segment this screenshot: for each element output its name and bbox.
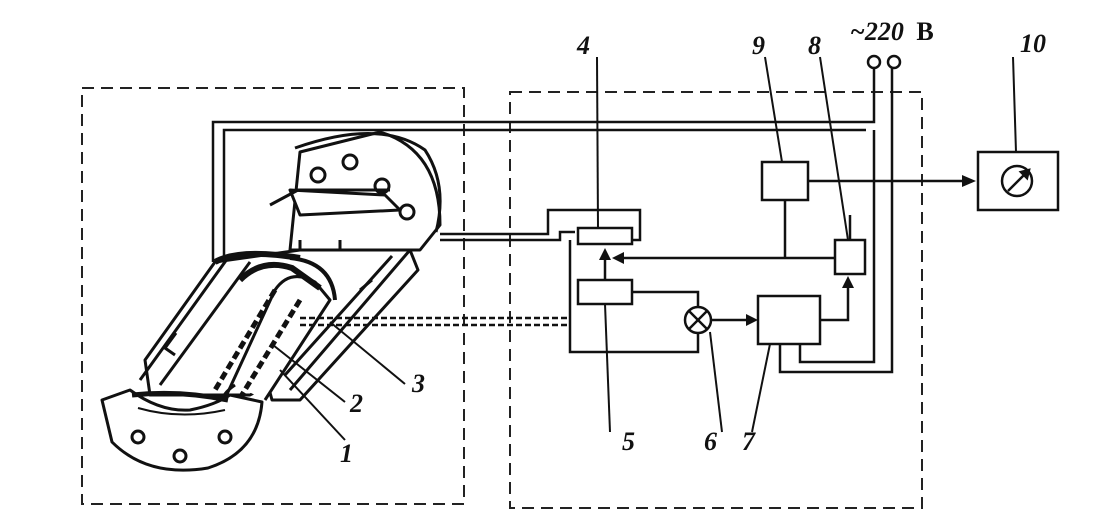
flange-bolt-hole [398,203,416,221]
sensor-unit-boundary [81,87,465,505]
arrow-heads [599,175,976,326]
indicator-10 [976,150,1060,212]
sensor-assembly [100,130,442,472]
label-6: 6 [704,427,717,456]
label-1: 1 [340,439,353,468]
flange-bolt-hole [130,429,146,445]
top-wiring [211,68,876,327]
flange-bolt-hole [217,429,233,445]
flange-bolt-hole [309,166,327,184]
block-5 [576,278,634,306]
electronics [576,160,867,346]
circuit-wiring [568,68,968,374]
label-3: 3 [411,369,425,398]
electronics-unit-boundary [509,91,923,509]
supply-voltage: ~220 В [850,17,934,46]
lower-flange [100,388,264,472]
flange-bolt-hole [172,448,188,464]
label-10: 10 [1020,29,1046,58]
label-7: 7 [742,427,756,456]
block-9 [760,160,810,202]
label-5: 5 [622,427,635,456]
terminal-left [866,54,882,70]
supply-voltage-unit: В [916,17,933,46]
block-4 [576,226,634,246]
label-8: 8 [808,31,821,60]
label-2: 2 [349,389,363,418]
block-8 [833,238,867,276]
label-9: 9 [752,31,765,60]
label-leaders [272,56,1017,441]
block-7 [756,294,822,346]
flange-bolt-hole [373,177,391,195]
flange-bolt-hole [341,153,359,171]
supply-voltage-value: ~220 [850,17,904,46]
label-4: 4 [576,31,590,60]
terminal-right [886,54,902,70]
